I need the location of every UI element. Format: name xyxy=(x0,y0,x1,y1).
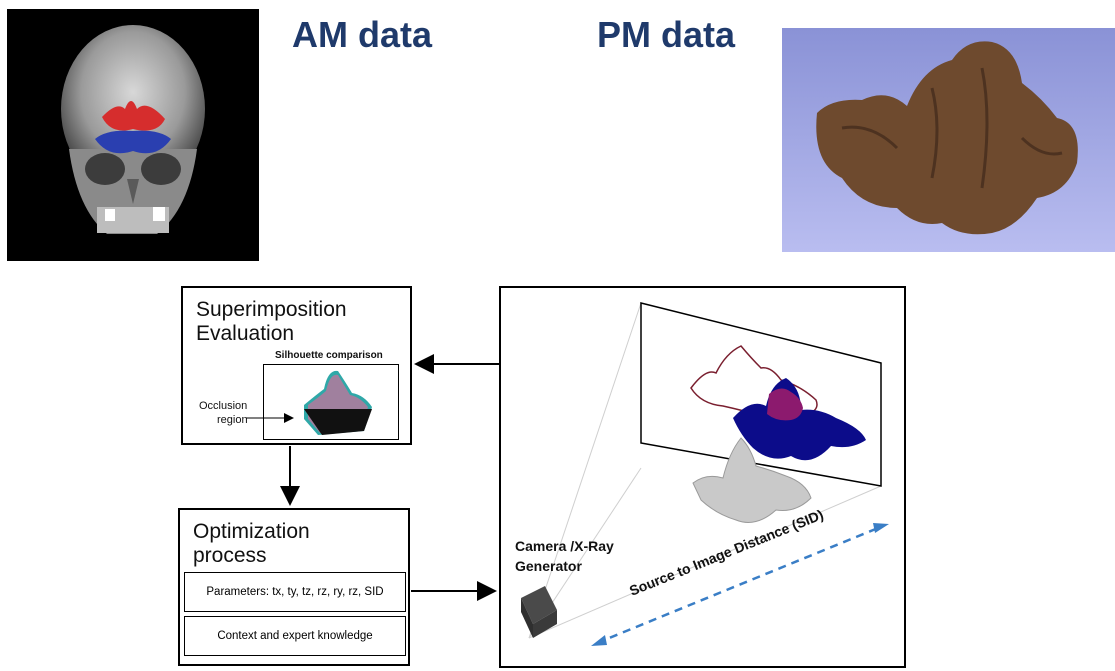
pm-data-heading: PM data xyxy=(597,14,736,55)
projection-scene-box: Camera /X-Ray Generator Source to Image … xyxy=(499,286,906,668)
camera-label-line1: Camera /X-Ray xyxy=(515,538,614,554)
occlusion-label-line2: region xyxy=(217,414,248,426)
superimposition-title-line2: Evaluation xyxy=(196,322,295,345)
context-knowledge-box: Context and expert knowledge xyxy=(184,616,406,656)
parameters-box: Parameters: tx, ty, tz, rz, ry, rz, SID xyxy=(184,572,406,612)
optimization-title-line2: process xyxy=(193,544,267,567)
am-data-heading: AM data xyxy=(292,14,433,55)
optimization-process-box: Optimization process Parameters: tx, ty,… xyxy=(178,508,410,666)
am-radiograph-image xyxy=(7,9,259,261)
pm-3d-model-image xyxy=(782,28,1115,252)
superimposition-evaluation-box: Superimposition Evaluation Silhouette co… xyxy=(181,286,412,445)
optimization-title-line1: Optimization xyxy=(193,520,310,543)
occlusion-label-line1: Occlusion xyxy=(199,400,248,412)
camera-label-line2: Generator xyxy=(515,558,582,574)
silhouette-comparison-label: Silhouette comparison xyxy=(275,350,383,361)
superimposition-title-line1: Superimposition xyxy=(196,298,347,321)
silhouette-comparison-panel xyxy=(263,364,399,440)
